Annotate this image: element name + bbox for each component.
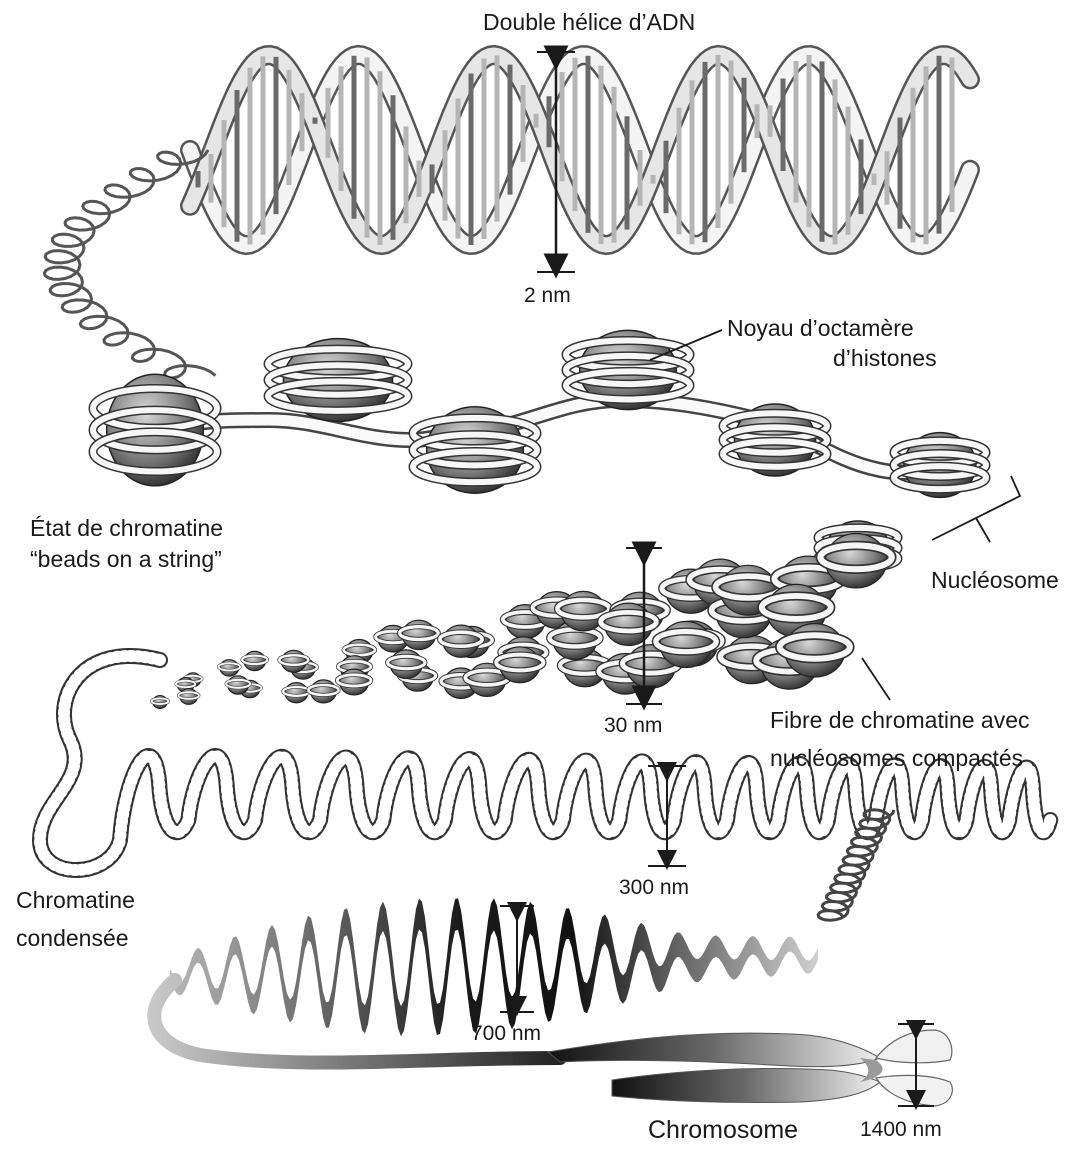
chromosome-lower-arm — [612, 1068, 880, 1102]
chromosome-label: Chromosome — [648, 1116, 798, 1144]
dim-1400nm-label: 1400 nm — [860, 1116, 942, 1144]
fiber-label-line2: nucléosomes compactés — [770, 744, 1023, 772]
compacted-nucleosome — [219, 660, 241, 676]
compacted-nucleosome — [308, 680, 338, 703]
nucleosome-bead — [566, 330, 690, 409]
dna-double-helix — [190, 55, 970, 245]
dim-700nm-label: 700 nm — [471, 1020, 541, 1048]
beads-label-line1: État de chromatine — [30, 514, 223, 542]
nucleosome-label: Nucléosome — [931, 566, 1059, 594]
histone-core-label-line1: Noyau d’octamère — [727, 314, 914, 342]
nucleosome-bead — [894, 433, 986, 498]
dim-30nm-label: 30 nm — [604, 712, 662, 740]
chromosome-right-lower — [876, 1075, 952, 1106]
compacted-nucleosome — [179, 689, 199, 705]
compacted-nucleosome — [152, 696, 169, 709]
condensed-chromatin-700nm — [170, 898, 818, 1036]
nucleosome-bead — [268, 339, 408, 422]
nucleosome-bead — [93, 374, 217, 486]
fiber-leader — [862, 658, 890, 700]
chromosome-upper-arm — [548, 1033, 880, 1067]
beads-label-line2: “beads on a string” — [30, 545, 222, 573]
dim-300nm-label: 300 nm — [619, 874, 689, 902]
dim-2nm-label: 2 nm — [524, 282, 571, 310]
nucleosome-bead — [413, 407, 537, 493]
chromosome-shape — [548, 1030, 952, 1106]
fiber-label-line1: Fibre de chromatine avec — [770, 706, 1030, 734]
condensed-label-line1: Chromatine — [16, 886, 135, 914]
chromatin-fiber-30nm — [152, 534, 892, 709]
nucleosome-bead — [723, 404, 827, 476]
chromosome-right-upper — [876, 1030, 952, 1063]
double-helix-label: Double hélice d’ADN — [483, 8, 695, 36]
compacted-nucleosome — [283, 683, 310, 703]
dimension-2nm — [537, 52, 575, 272]
condensed-label-line2: condensée — [16, 924, 129, 952]
compacted-nucleosome — [242, 651, 267, 670]
histone-core-label-line2: d’histones — [833, 344, 937, 372]
